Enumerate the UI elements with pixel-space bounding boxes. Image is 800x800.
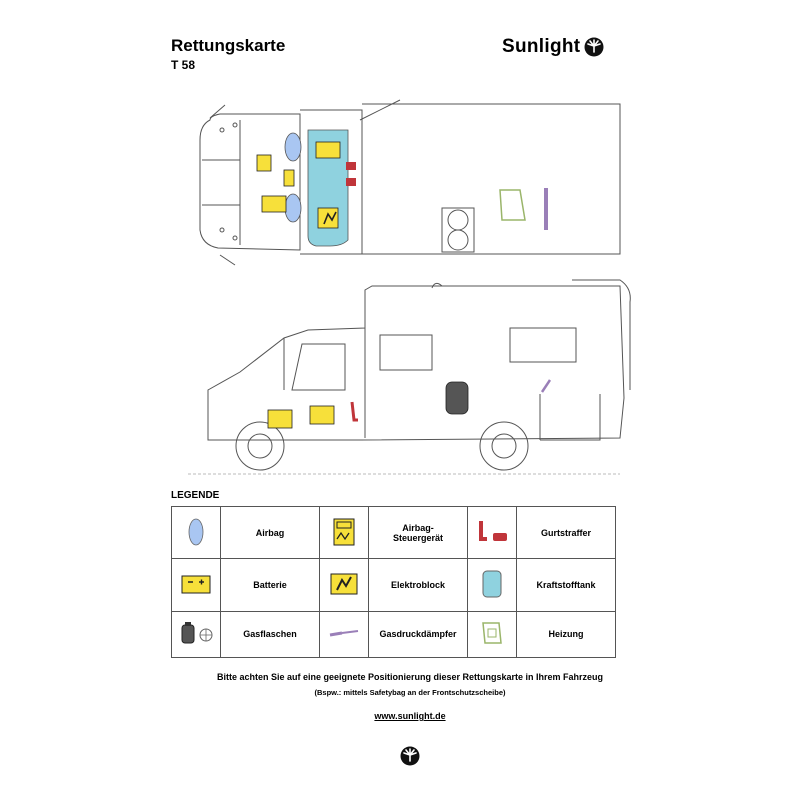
- placement-notice: Bitte achten Sie auf eine geeignete Posi…: [216, 672, 604, 682]
- side-view-components: [267, 379, 552, 429]
- gas-spring-icon: [540, 379, 552, 393]
- belt-tensioner-icon: [346, 162, 356, 170]
- legend-table: Airbag Airbag- Steuergerät Gurtstraffer …: [171, 505, 616, 659]
- brand-name: Sunlight: [502, 36, 581, 57]
- legend-label-heater: Heizung: [516, 610, 616, 659]
- legend-row: Airbag Airbag- Steuergerät Gurtstraffer: [171, 505, 616, 560]
- legend-label-gas-bottles: Gasflaschen: [220, 610, 320, 659]
- heater-icon: [482, 622, 502, 645]
- battery-icon: [261, 195, 287, 213]
- vehicle-side-view: [188, 279, 631, 475]
- battery-icon: [181, 575, 211, 594]
- brand-logo: Sunlight: [502, 36, 604, 58]
- placement-hint: (Bspw.: mittels Safetybag an der Frontsc…: [314, 688, 506, 697]
- top-view-components: [256, 129, 548, 247]
- gas-spring-icon: [329, 630, 359, 637]
- belt-tensioner-icon: [350, 401, 358, 422]
- airbag-control-unit-icon: [333, 518, 355, 546]
- airbag-icon: [284, 193, 302, 223]
- legend-label-battery: Batterie: [220, 558, 320, 612]
- legend-label-fuel-tank: Kraftstofftank: [516, 558, 616, 612]
- legend-label-electric-block: Elektroblock: [368, 558, 468, 612]
- vehicle-top-view: [199, 99, 621, 266]
- battery-icon: [267, 409, 293, 429]
- airbag-icon: [188, 518, 204, 546]
- gas-bottle-icon: [445, 381, 469, 415]
- model-label: T 58: [171, 58, 196, 72]
- fuel-tank-icon: [482, 570, 502, 598]
- airbag-icon: [284, 132, 302, 162]
- legend-row: Gasflaschen Gasdruckdämpfer Heizung: [171, 610, 616, 659]
- belt-tensioner-icon: [479, 520, 507, 541]
- gas-bottle-icon: [181, 622, 213, 644]
- heater-icon: [499, 189, 526, 221]
- page-title: Rettungskarte: [171, 36, 286, 55]
- electric-block-icon: [330, 573, 358, 595]
- battery-icon: [309, 405, 335, 425]
- electric-block-icon: [317, 207, 339, 229]
- battery-icon: [315, 141, 341, 159]
- legend-label-airbag: Airbag: [220, 505, 320, 560]
- legend-label-belt-tensioner: Gurtstraffer: [516, 505, 616, 560]
- palm-logo-icon: [400, 746, 420, 766]
- belt-tensioner-icon: [346, 178, 356, 186]
- legend-row: Batterie Elektroblock Kraftstofftank: [171, 558, 616, 612]
- legend-label-airbag-control-unit: Airbag- Steuergerät: [368, 505, 468, 560]
- legend-title: LEGENDE: [171, 490, 220, 501]
- palm-logo-icon: [584, 37, 604, 57]
- vehicle-drawing: [188, 99, 631, 475]
- website-link[interactable]: www.sunlight.de: [374, 711, 446, 721]
- legend-label-gas-spring: Gasdruckdämpfer: [368, 610, 468, 659]
- airbag-control-unit-icon: [256, 154, 272, 172]
